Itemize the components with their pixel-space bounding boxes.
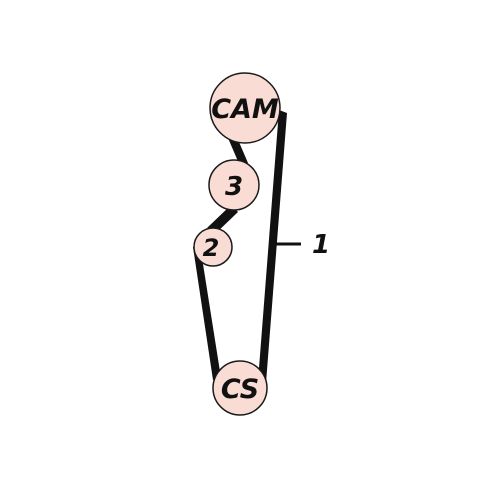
crankshaft-pulley-label: CS <box>221 374 259 405</box>
belt-segment-cam-to-3 <box>228 135 248 166</box>
idler-pulley-2: 2 <box>193 227 233 267</box>
cam-pulley-label: CAM <box>211 94 279 125</box>
cam-pulley: CAM <box>209 72 281 144</box>
crankshaft-pulley: CS <box>212 360 268 416</box>
idler-pulley-3-label: 3 <box>225 172 243 202</box>
idler-pulley-2-label: 2 <box>203 234 220 262</box>
belt-segment-left <box>193 245 221 380</box>
callout-label: 1 <box>312 230 330 260</box>
idler-pulley-3: 3 <box>208 159 260 211</box>
belt-callout: 1 <box>270 230 330 260</box>
belt-segment-right <box>258 110 287 383</box>
